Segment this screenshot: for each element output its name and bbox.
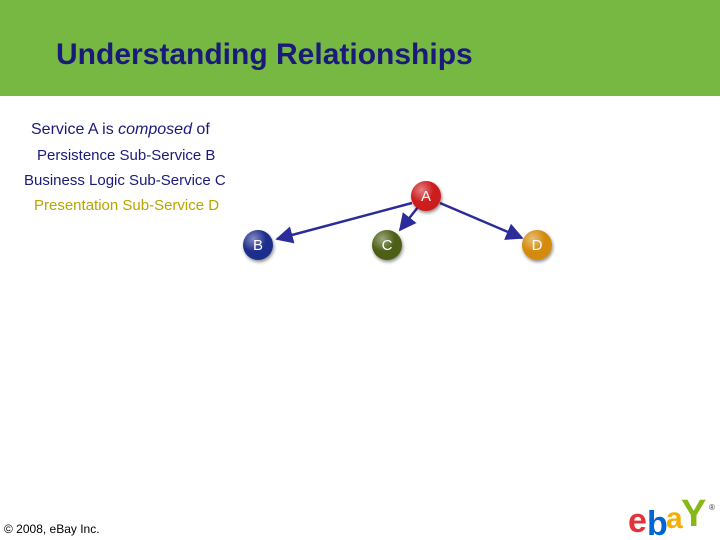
node-a: A — [411, 181, 441, 211]
title-bar — [0, 0, 720, 96]
node-b-label: B — [253, 237, 263, 254]
edge-a-c — [398, 206, 419, 232]
slide-title: Understanding Relationships — [56, 38, 473, 71]
node-d-label: D — [532, 237, 543, 254]
svg-text:b: b — [647, 505, 667, 538]
copyright: © 2008, eBay Inc. — [4, 522, 100, 536]
item-persistence: Persistence Sub-Service B — [37, 147, 216, 164]
intro-emphasis: composed — [118, 121, 192, 138]
svg-text:®: ® — [709, 503, 715, 512]
intro-text: Service A is composed of — [31, 121, 210, 139]
intro-suffix: of — [191, 121, 210, 138]
node-c-label: C — [382, 237, 393, 254]
node-d: D — [522, 230, 552, 260]
item-business-logic: Business Logic Sub-Service C — [24, 172, 226, 189]
edge-a-d — [439, 201, 524, 240]
node-a-label: A — [421, 188, 431, 205]
intro-prefix: Service A is — [31, 121, 119, 138]
item-presentation: Presentation Sub-Service D — [34, 197, 220, 214]
ebay-logo: e b a Y ® — [628, 494, 715, 538]
edge-a-b — [275, 201, 413, 244]
node-b: B — [243, 230, 273, 260]
svg-text:e: e — [628, 502, 646, 538]
svg-text:Y: Y — [681, 494, 706, 535]
node-c: C — [372, 230, 402, 260]
